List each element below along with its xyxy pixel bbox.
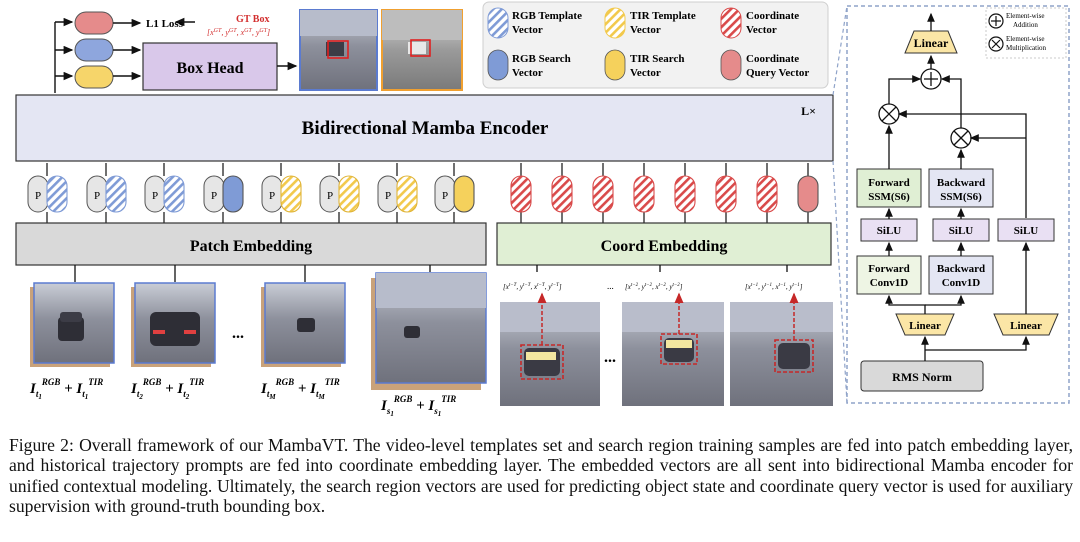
coord-token [756, 163, 778, 223]
traj-coords-ellipsis: ... [607, 281, 614, 291]
vector-token [396, 175, 418, 213]
position-token-label: P [327, 190, 333, 202]
patch-token: P [434, 163, 475, 223]
traj-coords-1: [xt−T, yt−T, xt−T, yt−T] [503, 283, 562, 291]
output-pills [54, 11, 195, 93]
encoder-title: Bidirectional Mamba Encoder [302, 118, 549, 139]
patch-token: P [27, 163, 68, 223]
coord-query-output-pill [74, 11, 114, 35]
coord-token [592, 163, 614, 223]
vector-token [163, 175, 185, 213]
mamba-silu-backward: SiLU [949, 225, 974, 237]
patch-embedding [15, 222, 487, 266]
box-head-label: Box Head [176, 60, 243, 77]
patch-token: P [261, 163, 302, 223]
vector-token [453, 175, 475, 213]
position-token-label: P [385, 190, 391, 202]
coord-embedding [496, 222, 832, 266]
vector-token [105, 175, 127, 213]
template-frame-m [264, 282, 346, 364]
patch-token: P [144, 163, 185, 223]
vector-token [222, 175, 244, 213]
template-label-1: It1RGB + It1TIR [29, 377, 103, 401]
rgb-search-prediction-image [299, 9, 378, 91]
position-token-label: P [35, 190, 41, 202]
tir-search-prediction-image [381, 9, 463, 91]
position-token-label: P [211, 190, 217, 202]
l1-loss-label: L1 Loss [146, 18, 184, 30]
patch-token: P [86, 163, 127, 223]
legend-rgb-search-swatch [487, 49, 509, 81]
legend [482, 1, 829, 89]
legend-rgb-template-line1: RGB Template [512, 10, 582, 22]
coord-query-token [797, 163, 819, 223]
legend-rgb-template-line2: Vector [512, 24, 543, 36]
coord-token [674, 163, 696, 223]
position-token-label: P [152, 190, 158, 202]
legend-tir-template-swatch [604, 7, 626, 39]
patch-token: P [319, 163, 360, 223]
coord-token [633, 163, 655, 223]
tir-search-output-pill [74, 65, 114, 89]
mamba-silu-gate: SiLU [1014, 225, 1039, 237]
mamba-linear-top: Linear [914, 36, 949, 50]
rgb-search-output-pill [74, 38, 114, 62]
legend-rgb-template-swatch [487, 7, 509, 39]
traj-coords-3: [xt−1, yt−1, xt−1, yt−1] [745, 283, 803, 291]
legend-coordinate-swatch [720, 7, 742, 39]
template-label-m: ItMRGB + ItMTIR [260, 377, 340, 401]
legend-tir-search-swatch [604, 49, 626, 81]
traj-frames-ellipsis: ... [604, 349, 616, 366]
input-frames: ... [30, 265, 487, 390]
box-head [142, 42, 278, 91]
patch-token: P [203, 163, 244, 223]
coord-token [510, 163, 532, 223]
frames-ellipsis: ... [232, 325, 244, 342]
mamba-block [832, 5, 1070, 404]
bidirectional-mamba-encoder [15, 94, 834, 162]
coord-embedding-label: Coord Embedding [601, 238, 728, 255]
mamba-linear-left: Linear [909, 320, 941, 332]
trajectory-frames: [xt−T, yt−T, xt−T, yt−T] [xt−2, yt−2, xt… [500, 265, 833, 406]
gt-box-title: GT Box [236, 14, 269, 25]
coord-token [715, 163, 737, 223]
search-label: Is1RGB + Is1TIR [380, 394, 456, 418]
patch-embedding-label: Patch Embedding [190, 238, 312, 255]
template-frame-1 [33, 282, 115, 364]
gt-box-coords: [xGT, yGT, xGT, yGT] [207, 28, 270, 37]
encoder-repeat: L× [801, 104, 816, 118]
position-token-label: P [442, 190, 448, 202]
position-token-label: P [94, 190, 100, 202]
traj-coords-2: [xt−2, yt−2, xt−2, yt−2] [625, 283, 683, 291]
vector-token [338, 175, 360, 213]
position-token-label: P [269, 190, 275, 202]
legend-coord-query-swatch [720, 49, 742, 81]
mamba-rms-norm: RMS Norm [892, 370, 952, 384]
figure-caption: Figure 2: Overall framework of our Mamba… [9, 435, 1073, 517]
vector-token [46, 175, 68, 213]
patch-token: P [377, 163, 418, 223]
coord-token [551, 163, 573, 223]
vector-token [280, 175, 302, 213]
mamba-linear-right: Linear [1010, 320, 1042, 332]
template-label-2: It2RGB + It2TIR [130, 377, 204, 401]
mamba-silu-forward: SiLU [877, 225, 902, 237]
